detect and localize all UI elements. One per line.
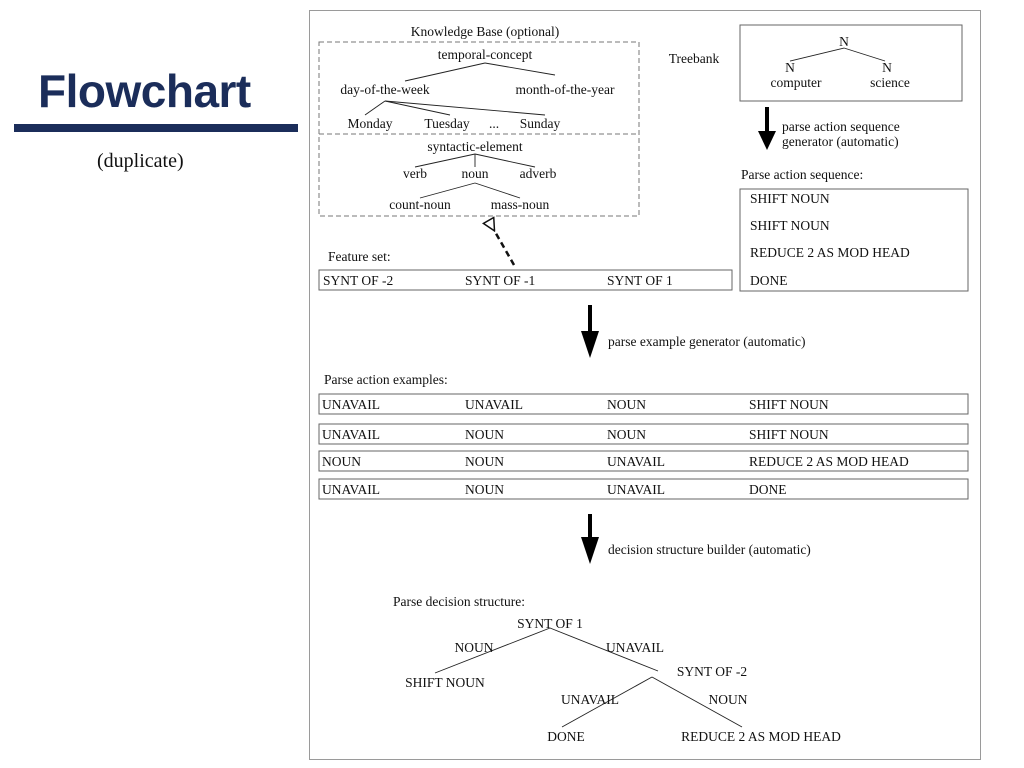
table-cell: REDUCE 2 AS MOD HEAD	[749, 454, 909, 469]
kb-temporal-node: day-of-the-week	[340, 82, 429, 97]
feature-set-box	[318, 269, 733, 291]
table-cell: SHIFT NOUN	[749, 397, 829, 412]
decision-edge-label: NOUN	[455, 640, 494, 655]
feature-set-label: Feature set:	[328, 249, 391, 264]
feature-set-item: SYNT OF -2	[323, 273, 393, 288]
table-row: UNAVAIL NOUN UNAVAIL DONE	[318, 478, 969, 500]
kb-syntactic-edges	[414, 153, 536, 199]
table-cell: UNAVAIL	[322, 427, 380, 442]
table-cell: NOUN	[322, 454, 361, 469]
treebank-box	[739, 24, 963, 102]
decision-leaf: DONE	[547, 729, 585, 744]
table-row: UNAVAIL NOUN NOUN SHIFT NOUN	[318, 423, 969, 445]
feature-set-item: SYNT OF -1	[465, 273, 535, 288]
flowchart-canvas: Knowledge Base (optional) temporal-conce…	[318, 24, 969, 744]
kb-temporal-leaf: Sunday	[520, 116, 561, 131]
decision-edge-label: NOUN	[709, 692, 748, 707]
kb-syntactic-root: syntactic-element	[427, 139, 522, 154]
sequence-item: SHIFT NOUN	[750, 191, 830, 206]
structure-builder-arrowhead	[581, 537, 599, 564]
kb-syntactic-leaf: mass-noun	[491, 197, 550, 212]
treebank-word: science	[870, 75, 910, 90]
decision-edges	[434, 627, 743, 728]
table-cell: NOUN	[607, 397, 646, 412]
table-cell: SHIFT NOUN	[749, 427, 829, 442]
kb-temporal-edges	[364, 62, 556, 116]
title-underline	[14, 124, 298, 132]
sequence-generator-label: generator (automatic)	[782, 134, 899, 149]
table-cell: UNAVAIL	[322, 482, 380, 497]
treebank-word: computer	[771, 75, 822, 90]
example-generator-label: parse example generator (automatic)	[608, 334, 806, 349]
examples-label: Parse action examples:	[324, 372, 448, 387]
table-row: UNAVAIL UNAVAIL NOUN SHIFT NOUN	[318, 393, 969, 415]
decision-label: Parse decision structure:	[393, 594, 525, 609]
kb-title: Knowledge Base (optional)	[411, 24, 559, 39]
decision-leaf: REDUCE 2 AS MOD HEAD	[681, 729, 841, 744]
kb-syntactic-leaf: count-noun	[389, 197, 451, 212]
kb-lookup-arrow	[494, 230, 516, 266]
feature-set-item: SYNT OF 1	[607, 273, 673, 288]
table-cell: NOUN	[465, 427, 504, 442]
flowchart-figure: Knowledge Base (optional) temporal-conce…	[309, 10, 981, 760]
slide-subtitle: (duplicate)	[97, 150, 184, 172]
treebank-root: N	[839, 34, 849, 49]
kb-box	[318, 41, 640, 217]
sequence-box	[739, 188, 969, 292]
kb-temporal-leaf: ...	[489, 116, 499, 131]
examples-table: UNAVAIL UNAVAIL NOUN SHIFT NOUN UNAVAIL …	[318, 393, 969, 500]
structure-builder-label: decision structure builder (automatic)	[608, 542, 811, 557]
sequence-item: DONE	[750, 273, 788, 288]
sequence-generator-arrowhead	[758, 131, 776, 150]
kb-temporal-leaf: Monday	[348, 116, 393, 131]
sequence-item: SHIFT NOUN	[750, 218, 830, 233]
kb-syntactic-node: verb	[403, 166, 427, 181]
sequence-generator-label: parse action sequence	[782, 119, 900, 134]
table-cell: UNAVAIL	[465, 397, 523, 412]
decision-root: SYNT OF 1	[517, 616, 583, 631]
slide-title: Flowchart	[38, 65, 251, 117]
table-cell: NOUN	[465, 454, 504, 469]
kb-temporal-node: month-of-the-year	[516, 82, 615, 97]
sequence-item: REDUCE 2 AS MOD HEAD	[750, 245, 910, 260]
kb-temporal-root: temporal-concept	[438, 47, 533, 62]
treebank-label: Treebank	[669, 51, 720, 66]
sequence-label: Parse action sequence:	[741, 167, 863, 182]
table-cell: UNAVAIL	[607, 454, 665, 469]
table-cell: UNAVAIL	[607, 482, 665, 497]
kb-syntactic-node: adverb	[520, 166, 557, 181]
table-cell: NOUN	[607, 427, 646, 442]
kb-syntactic-node: noun	[462, 166, 489, 181]
example-generator-arrowhead	[581, 331, 599, 358]
decision-inner-node: SYNT OF -2	[677, 664, 747, 679]
table-cell: DONE	[749, 482, 787, 497]
decision-edge-label: UNAVAIL	[561, 692, 619, 707]
treebank-node: N	[785, 60, 795, 75]
treebank-node: N	[882, 60, 892, 75]
decision-leaf: SHIFT NOUN	[405, 675, 485, 690]
kb-temporal-leaf: Tuesday	[424, 116, 470, 131]
decision-edge-label: UNAVAIL	[606, 640, 664, 655]
table-cell: UNAVAIL	[322, 397, 380, 412]
table-cell: NOUN	[465, 482, 504, 497]
treebank-edges	[789, 47, 886, 62]
table-row: NOUN NOUN UNAVAIL REDUCE 2 AS MOD HEAD	[318, 450, 969, 472]
